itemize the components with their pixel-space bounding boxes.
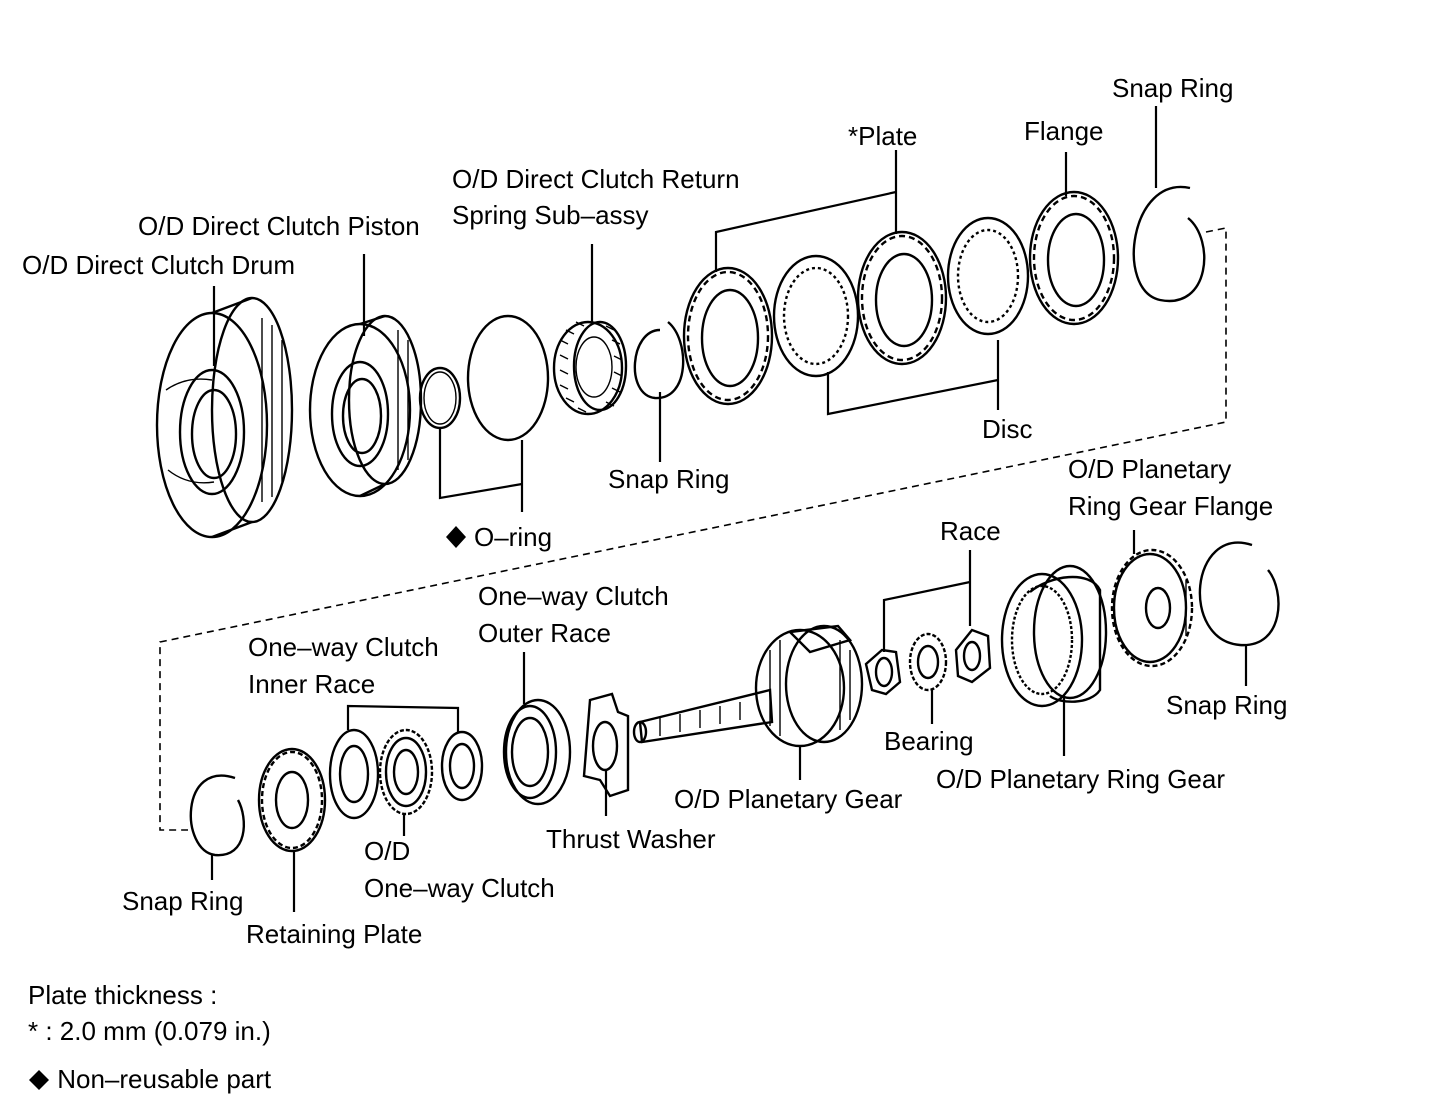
legend-non-reusable: Non–reusable part (28, 1066, 271, 1092)
clutch-plate-2 (856, 230, 948, 366)
label-owc-outer-line2: Outer Race (478, 618, 611, 648)
snap-ring-bottom-left (189, 774, 245, 857)
od-direct-clutch-piston (308, 314, 423, 498)
one-way-clutch-inner-race-2 (440, 730, 484, 802)
label-return-spring-line1: O/D Direct Clutch Return (452, 164, 740, 194)
bearing (908, 632, 948, 692)
flange (1028, 190, 1120, 326)
one-way-clutch-outer-race (502, 698, 572, 806)
snap-ring-middle (633, 321, 685, 400)
return-spring-sub-assy (552, 320, 628, 416)
race-1 (864, 648, 902, 696)
label-ring-gear: O/D Planetary Ring Gear (936, 764, 1225, 794)
snap-ring-bottom-right (1198, 541, 1280, 647)
label-planetary-gear: O/D Planetary Gear (674, 784, 903, 814)
legend-plate-thickness-title: Plate thickness : (28, 980, 218, 1010)
snap-ring-top-right (1132, 185, 1206, 303)
label-drum: O/D Direct Clutch Drum (22, 250, 295, 280)
legend-non-reusable-text: Non–reusable part (57, 1064, 272, 1094)
o-ring-large (466, 314, 550, 442)
od-one-way-clutch (378, 728, 434, 816)
label-disc: Disc (982, 414, 1033, 444)
retaining-plate (257, 747, 327, 853)
label-thrust-washer: Thrust Washer (546, 824, 716, 854)
label-race: Race (940, 516, 1001, 546)
od-planetary-gear (632, 624, 864, 748)
non-reusable-marker-o-ring (446, 526, 466, 548)
assembly-dashed-line (159, 227, 1227, 831)
label-plate: *Plate (848, 121, 917, 151)
one-way-clutch-inner-race (328, 728, 380, 820)
label-snap-ring-middle: Snap Ring (608, 464, 729, 494)
leader-lines (210, 106, 1248, 912)
label-owc-inner-line2: Inner Race (248, 669, 375, 699)
label-o-ring: O–ring (474, 522, 552, 552)
od-planetary-ring-gear-flange (1110, 548, 1194, 668)
diamond-icon (29, 1070, 49, 1090)
label-bearing: Bearing (884, 726, 974, 756)
label-snap-ring-bottom-left: Snap Ring (122, 886, 243, 916)
clutch-disc-1 (772, 254, 860, 378)
label-owc-outer-line1: One–way Clutch (478, 581, 669, 611)
label-snap-ring-bottom-right: Snap Ring (1166, 690, 1287, 720)
label-owc-inner-line1: One–way Clutch (248, 632, 439, 662)
od-direct-clutch-drum (155, 296, 294, 539)
clutch-plate-1 (682, 266, 774, 406)
o-ring-small (418, 366, 462, 430)
clutch-disc-2 (946, 216, 1030, 336)
label-snap-ring-top-right: Snap Ring (1112, 73, 1233, 103)
label-flange: Flange (1024, 116, 1104, 146)
label-pg-flange-line2: Ring Gear Flange (1068, 491, 1273, 521)
label-owc-line2: One–way Clutch (364, 873, 555, 903)
label-pg-flange-line1: O/D Planetary (1068, 454, 1231, 484)
label-piston: O/D Direct Clutch Piston (138, 211, 420, 241)
label-return-spring-line2: Spring Sub–assy (452, 200, 649, 230)
label-owc-line1: O/D (364, 836, 410, 866)
legend-plate-thickness-value: * : 2.0 mm (0.079 in.) (28, 1016, 271, 1046)
label-retaining-plate: Retaining Plate (246, 919, 422, 949)
od-planetary-ring-gear (1000, 564, 1108, 708)
race-2 (954, 628, 992, 684)
